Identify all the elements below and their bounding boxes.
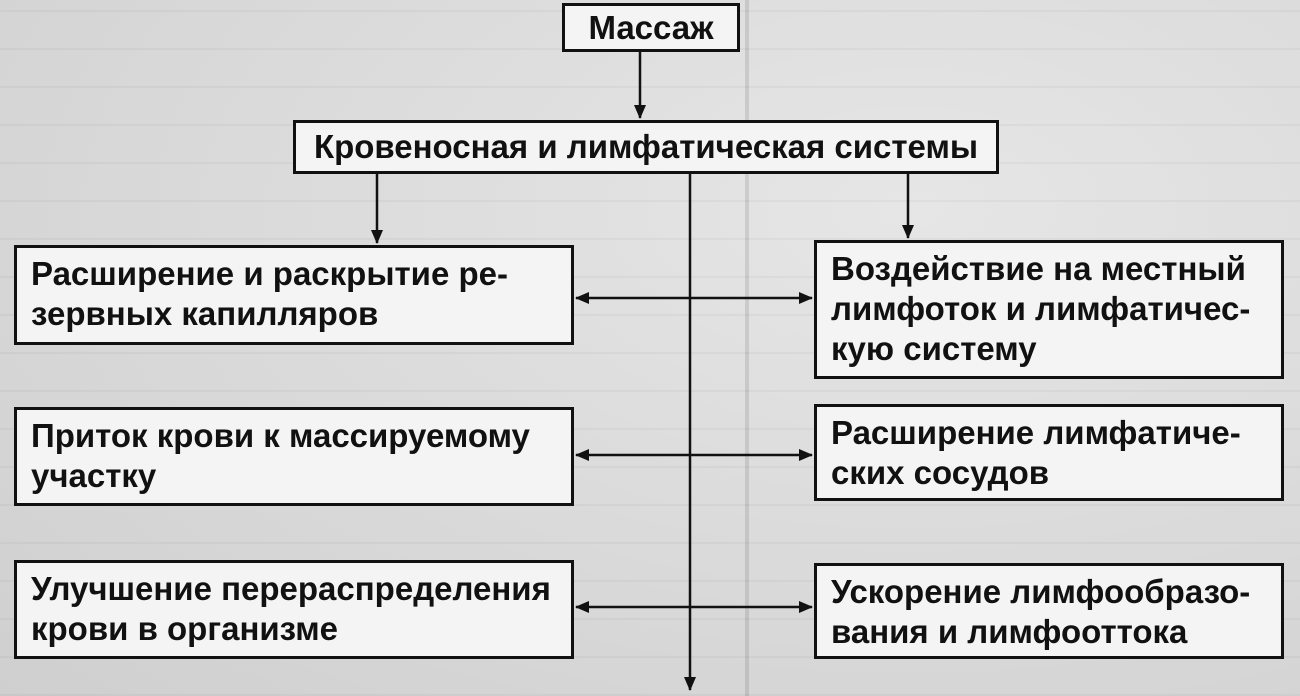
node-lymph-vessel-expansion: Расширение лимфатиче- ских сосудов [814, 404, 1284, 501]
node-text-line: крови в организме [31, 610, 339, 647]
node-capillary-expansion: Расширение и раскрытие ре- зервных капил… [14, 245, 574, 345]
node-text-line: Воздействие на местный [831, 250, 1246, 287]
node-text-line: ских сосудов [831, 454, 1050, 491]
node-text-line: Ускорение лимфообразо- [831, 573, 1251, 610]
systems-node-label: Кровеносная и лимфатическая системы [313, 128, 979, 165]
node-text-line: лимфоток и лимфатичес- [831, 290, 1251, 327]
node-lymph-formation-acceleration: Ускорение лимфообразо- вания и лимфоотто… [814, 563, 1284, 659]
node-blood-lymph-systems: Кровеносная и лимфатическая системы [293, 120, 999, 174]
node-lymph-system-effect: Воздействие на местный лимфоток и лимфат… [814, 240, 1284, 379]
node-text-line: Расширение лимфатиче- [831, 414, 1241, 451]
node-blood-redistribution: Улучшение перераспределения крови в орга… [14, 560, 574, 659]
node-text-line: участку [31, 457, 157, 494]
node-text-line: вания и лимфооттока [831, 613, 1188, 650]
root-node-label: Массаж [588, 9, 714, 46]
node-text-line: Приток крови к массируемому [31, 417, 530, 454]
root-node-massage: Массаж [562, 3, 740, 52]
node-text-line: зервных капилляров [31, 295, 379, 332]
node-text-line: Улучшение перераспределения [31, 570, 551, 607]
node-blood-inflow: Приток крови к массируемому участку [14, 407, 574, 506]
node-text-line: кую систему [831, 330, 1037, 367]
node-text-line: Расширение и раскрытие ре- [31, 255, 508, 292]
